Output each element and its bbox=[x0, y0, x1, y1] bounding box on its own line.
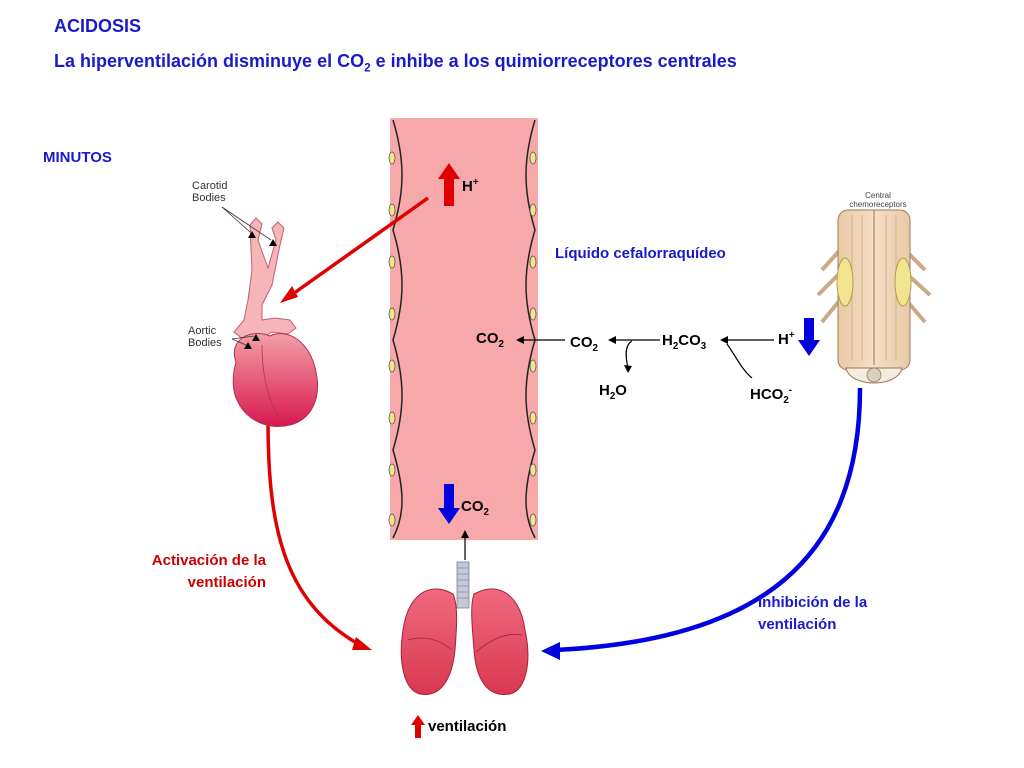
vessel-wall-left bbox=[392, 119, 403, 539]
aortic-label-line1: Aortic bbox=[188, 325, 217, 337]
aortic-bodies-markers bbox=[244, 334, 260, 349]
central-label-line2: chemoreceptors bbox=[849, 200, 907, 209]
subtitle-part-a: La hiperventilación disminuye el CO bbox=[54, 51, 365, 71]
blood-vessel bbox=[388, 118, 538, 540]
activation-label: Activación de la ventilación bbox=[110, 550, 266, 594]
reaction-hco2-label: HCO2- bbox=[750, 385, 793, 406]
aortic-label-line2: Bodies bbox=[188, 337, 222, 349]
ventilation-label: ventilación bbox=[428, 718, 507, 735]
carotid-label-line2: Bodies bbox=[192, 192, 226, 204]
lungs-to-vessel-arrow bbox=[461, 530, 469, 560]
vessel-co2-bottom-label: CO2 bbox=[461, 498, 489, 518]
heart-illustration bbox=[232, 217, 318, 427]
central-label-line1: Central bbox=[865, 191, 891, 200]
reaction-h2o-label: H2O bbox=[599, 382, 627, 402]
page-subtitle: La hiperventilación disminuye el CO2 e i… bbox=[54, 52, 737, 74]
endothelial-cells bbox=[388, 151, 537, 527]
carotid-bodies-label: Carotid Bodies bbox=[192, 180, 227, 204]
vessel-lumen bbox=[390, 118, 538, 540]
reaction-h2co3-label: H2CO3 bbox=[662, 332, 707, 352]
aortic-pointer-lines bbox=[231, 335, 255, 346]
carotid-label-line1: Carotid bbox=[192, 180, 228, 192]
central-chemoreceptors-label: Central chemoreceptors bbox=[838, 191, 918, 209]
activation-curve-arrow bbox=[266, 417, 372, 650]
central-chemoreceptors-illustration bbox=[816, 209, 932, 384]
inhibition-label-line2: ventilación bbox=[758, 616, 837, 633]
co2-down-arrow-icon bbox=[438, 484, 460, 524]
inhibition-label-line1: Inhibición de la bbox=[758, 594, 868, 611]
subtitle-part-b: e inhibe a los quimiorreceptores central… bbox=[370, 51, 737, 71]
reaction-h-plus-down-arrow-icon bbox=[798, 318, 820, 356]
ventilation-up-arrow-icon bbox=[411, 715, 425, 738]
reaction-h-plus-label: H+ bbox=[778, 330, 795, 348]
lungs-illustration bbox=[400, 561, 529, 696]
reaction-arrowheads bbox=[516, 336, 728, 373]
carotid-bodies-markers bbox=[248, 231, 277, 246]
h-plus-up-arrow-icon bbox=[438, 163, 460, 206]
reaction-arrows bbox=[522, 339, 774, 379]
vessel-h-plus-label: H+ bbox=[462, 177, 479, 195]
h-plus-to-carotid-arrow bbox=[280, 196, 430, 303]
carotid-pointer-lines bbox=[221, 206, 272, 241]
activation-label-line2: ventilación bbox=[187, 574, 266, 591]
page-title: ACIDOSIS bbox=[54, 16, 142, 36]
activation-label-line1: Activación de la bbox=[151, 552, 266, 569]
inhibition-label: Inhibición de la ventilación bbox=[758, 592, 867, 636]
inhibition-curve-arrow bbox=[541, 387, 863, 660]
csf-label: Líquido cefalorraquídeo bbox=[555, 245, 726, 262]
subtitle-sub: 2 bbox=[364, 61, 371, 75]
reaction-co2-label: CO2 bbox=[570, 334, 598, 354]
aortic-bodies-label: Aortic Bodies bbox=[188, 325, 222, 349]
time-label: MINUTOS bbox=[43, 149, 112, 166]
vessel-co2-label: CO2 bbox=[476, 330, 504, 350]
